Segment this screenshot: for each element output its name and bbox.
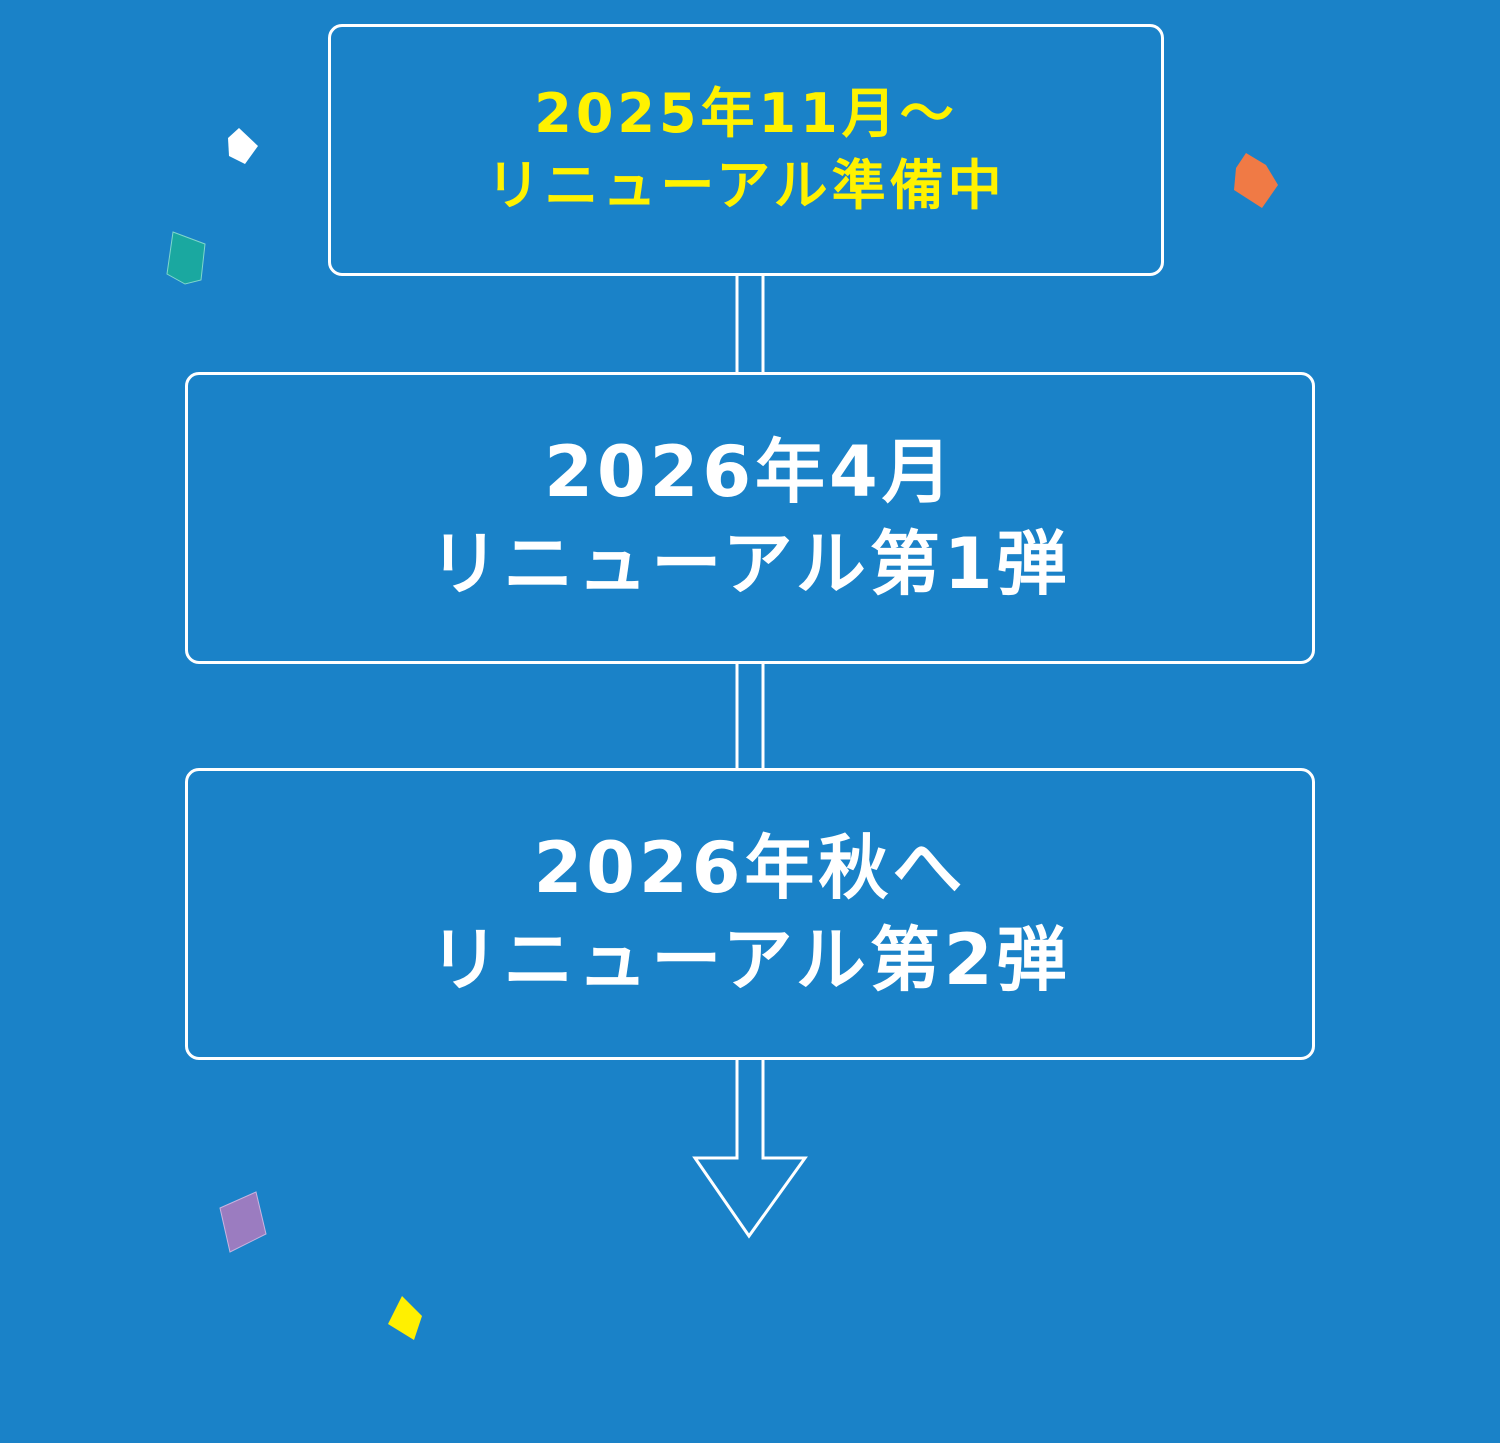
timeline-step-renewal-phase-2: 2026年秋へ リニューアル第2弾 xyxy=(185,768,1315,1060)
step-description: リニューアル第2弾 xyxy=(429,919,1071,1001)
confetti-orange-icon xyxy=(1234,153,1278,208)
confetti-white-icon xyxy=(228,128,258,164)
step-date: 2025年11月～ xyxy=(534,82,958,145)
timeline-step-preparation: 2025年11月～ リニューアル準備中 xyxy=(328,24,1164,276)
confetti-teal-icon xyxy=(166,231,206,285)
connector-1 xyxy=(735,276,765,373)
step-description: リニューアル第1弾 xyxy=(429,523,1071,605)
step-description: リニューアル準備中 xyxy=(486,154,1006,217)
down-arrow-icon xyxy=(692,1060,808,1239)
step-date: 2026年4月 xyxy=(544,431,956,513)
confetti-yellow-icon xyxy=(388,1296,422,1340)
timeline-step-renewal-phase-1: 2026年4月 リニューアル第1弾 xyxy=(185,372,1315,664)
connector-2 xyxy=(735,664,765,769)
confetti-purple-icon xyxy=(219,1191,267,1253)
step-date: 2026年秋へ xyxy=(533,827,967,909)
